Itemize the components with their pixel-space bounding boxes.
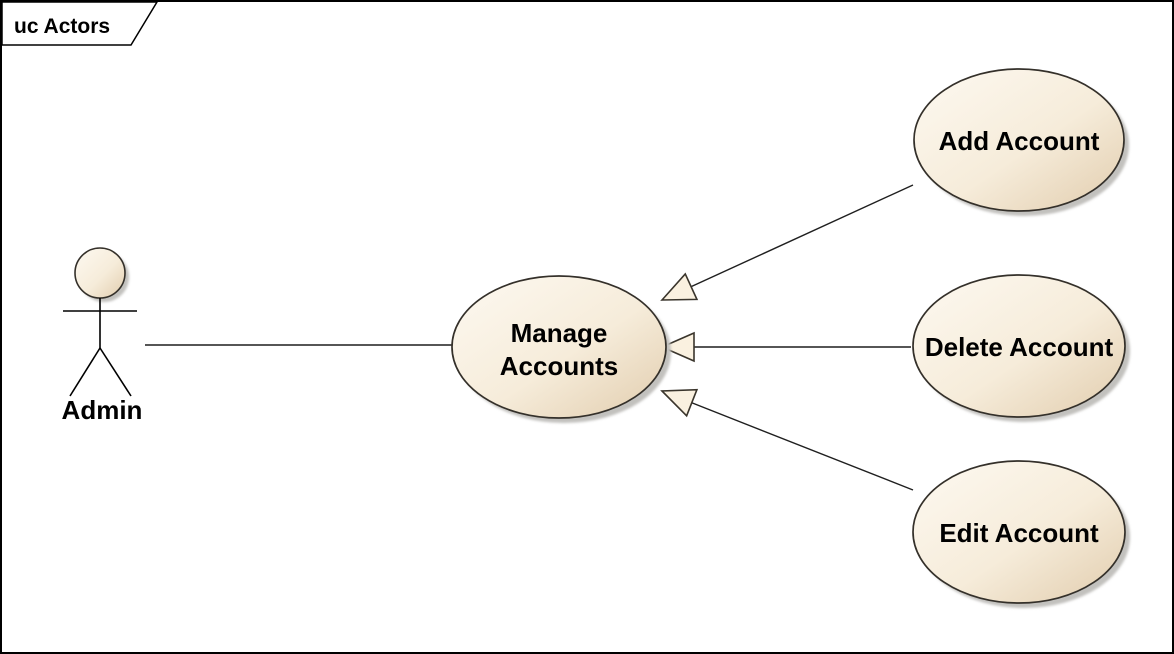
actor-admin[interactable]: Admin [62,247,143,425]
actor-head [74,247,126,299]
frame-name-tab: uc Actors [1,1,159,46]
frame-label: uc Actors [14,15,110,38]
use-case-ellipse [912,460,1126,604]
use-case-ellipse [913,68,1125,212]
use-case-add-account[interactable]: Add Account [913,68,1129,216]
use-case-label-line2: Accounts [500,351,618,381]
use-case-delete-account[interactable]: Delete Account [912,274,1130,422]
use-case-label: Add Account [939,126,1100,156]
use-case-label-line1: Manage [511,318,608,348]
use-case-ellipse [451,275,667,419]
generalization-edit-account-manage-accounts[interactable] [660,388,914,491]
actor-body [63,298,137,397]
connectors [145,184,914,491]
use-case-edit-account[interactable]: Edit Account [912,460,1130,608]
actor-label: Admin [62,395,143,425]
actor-right-leg [99,347,132,397]
use-case-label: Delete Account [925,332,1114,362]
frame-tab-shape [1,1,159,46]
use-case-manage-accounts[interactable]: Manage Accounts [451,275,671,423]
generalization-add-account-manage-accounts[interactable] [660,184,914,301]
use-case-label: Edit Account [939,518,1099,548]
actor-left-leg [69,347,101,397]
use-case-ellipse [912,274,1126,418]
